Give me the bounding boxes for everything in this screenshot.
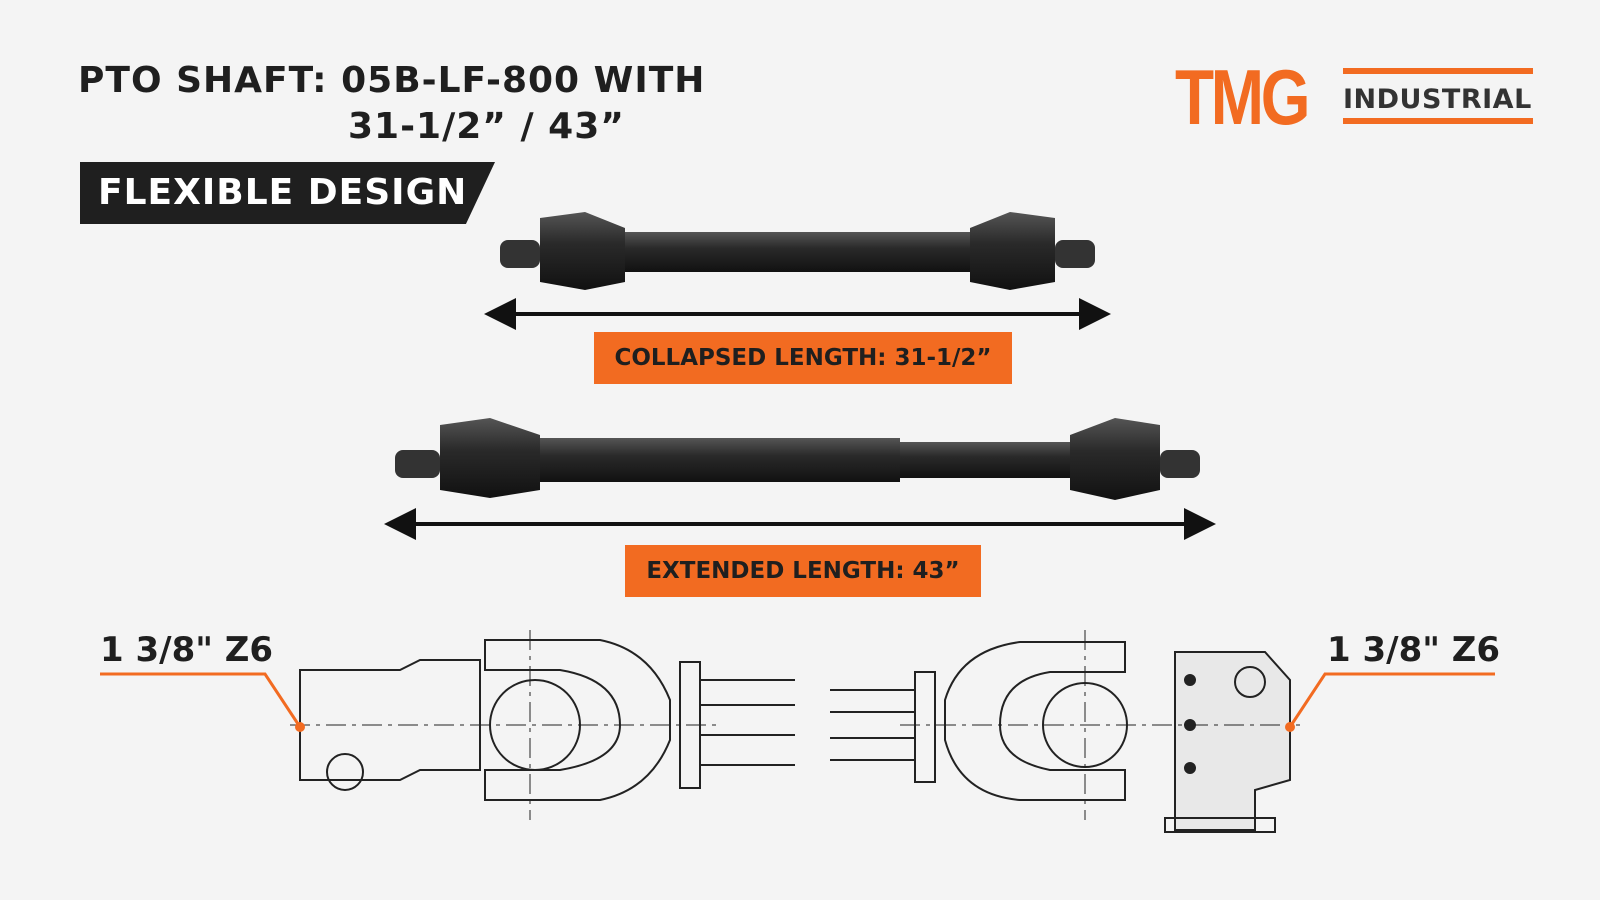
left-yoke-drawing: [290, 630, 795, 820]
left-callout-leader: [100, 672, 302, 728]
right-spline-callout: 1 3/8" Z6: [1327, 630, 1501, 670]
extended-length-label: EXTENDED LENGTH: 43”: [625, 545, 981, 597]
feature-banner: FLEXIBLE DESIGN: [80, 162, 495, 224]
page-title: PTO SHAFT: 05B-LF-800 WITH 31-1/2” / 43”: [78, 58, 705, 150]
collapsed-shaft: [500, 212, 1095, 290]
banner-text: FLEXIBLE DESIGN: [98, 172, 468, 213]
right-callout-leader: [1288, 672, 1495, 728]
extended-shaft: [395, 418, 1200, 500]
logo-line: [1343, 68, 1533, 74]
left-spline-callout: 1 3/8" Z6: [100, 630, 274, 670]
right-callout-dot: [1285, 722, 1295, 732]
collapsed-length-label: COLLAPSED LENGTH: 31-1/2”: [594, 332, 1012, 384]
title-line-2: 31-1/2” / 43”: [348, 106, 625, 147]
right-yoke-drawing: [830, 630, 1300, 833]
left-callout-dot: [295, 722, 305, 732]
logo-sub: INDUSTRIAL: [1343, 84, 1532, 115]
title-line-1: PTO SHAFT: 05B-LF-800 WITH: [78, 60, 706, 101]
logo-brand: TMG: [1175, 53, 1311, 141]
logo-line: [1343, 118, 1533, 124]
